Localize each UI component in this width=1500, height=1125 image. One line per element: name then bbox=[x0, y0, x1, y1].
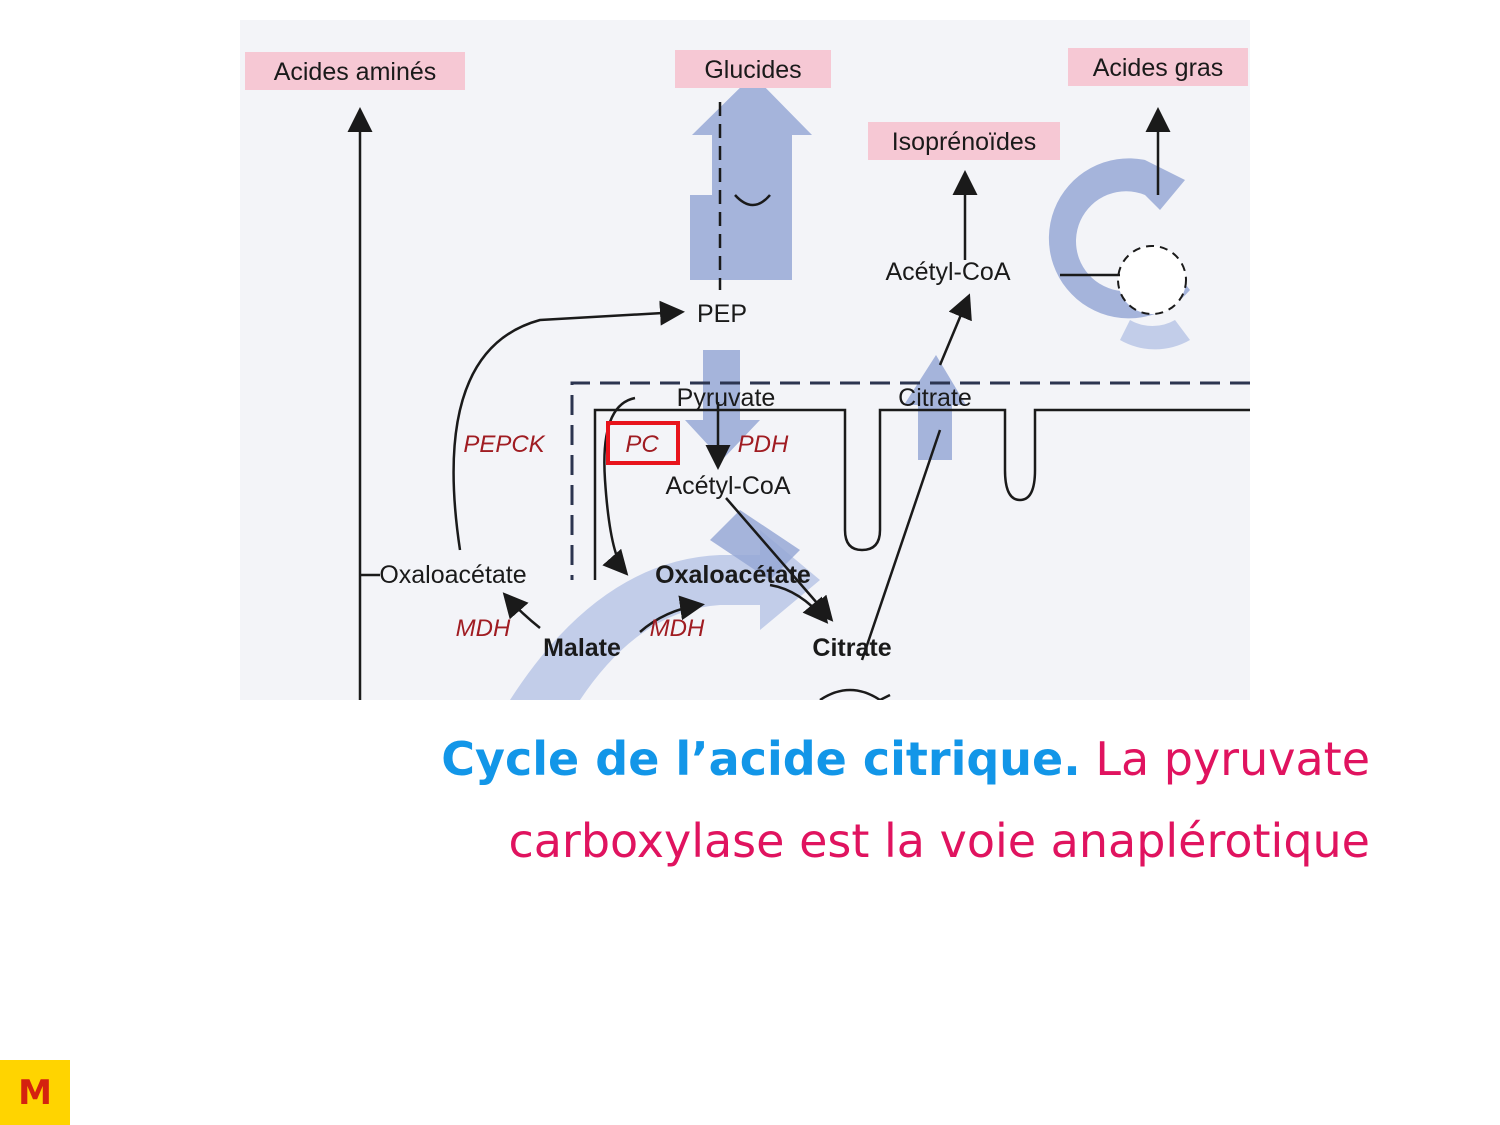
gluconeogenesis-arrow bbox=[690, 75, 812, 280]
corner-logo-badge: M bbox=[0, 1060, 70, 1125]
pyruvate-down-arrow bbox=[685, 350, 760, 460]
label-malate: Malate bbox=[543, 634, 621, 662]
pathway-diagram: Acides aminés Glucides Acides gras Isopr… bbox=[240, 20, 1250, 700]
enzyme-mdh-cytosol: MDH bbox=[456, 615, 511, 642]
svg-text:Isoprénoïdes: Isoprénoïdes bbox=[892, 128, 1037, 156]
label-oxaloacetate-cytosol: Oxaloacétate bbox=[379, 561, 526, 589]
citrate-up-arrow bbox=[904, 355, 966, 460]
slide-caption: Cycle de l’acide citrique. La pyruvate c… bbox=[160, 718, 1370, 882]
product-fatty-acids: Acides gras bbox=[1068, 48, 1248, 86]
svg-text:Glucides: Glucides bbox=[704, 56, 801, 84]
product-carbohydrates: Glucides bbox=[675, 50, 831, 88]
svg-text:Acides aminés: Acides aminés bbox=[274, 58, 437, 86]
label-acetyl-coa-cytosol: Acétyl-CoA bbox=[885, 258, 1010, 286]
enzyme-pdh: PDH bbox=[738, 431, 789, 458]
pathway-arrows bbox=[347, 102, 1171, 700]
label-pep: PEP bbox=[697, 300, 747, 328]
pathway-svg: Acides aminés Glucides Acides gras Isopr… bbox=[245, 48, 1250, 700]
svg-text:Acides gras: Acides gras bbox=[1093, 54, 1224, 82]
label-acetyl-coa-mito: Acétyl-CoA bbox=[665, 472, 790, 500]
label-pyruvate: Pyruvate bbox=[677, 384, 776, 412]
badge-letter: M bbox=[18, 1072, 52, 1113]
enzyme-pc: PC bbox=[625, 431, 659, 458]
mitochondrial-membrane bbox=[570, 381, 1250, 580]
acetyl-coa-entry-arrow bbox=[710, 510, 800, 580]
caption-text: La pyruvate carboxylase est la voie anap… bbox=[508, 732, 1370, 868]
flow-arrows bbox=[510, 75, 1190, 700]
product-amino-acids: Acides aminés bbox=[245, 52, 465, 90]
label-citrate-cycle: Citrate bbox=[812, 634, 891, 662]
enzyme-pepck: PEPCK bbox=[463, 431, 545, 458]
product-isoprenoids: Isoprénoïdes bbox=[868, 122, 1060, 160]
fatty-acid-spiral bbox=[1048, 158, 1190, 350]
label-citrate-transport: Citrate bbox=[898, 384, 972, 412]
label-oxaloacetate-mito: Oxaloacétate bbox=[655, 561, 811, 589]
pc-highlight-box bbox=[606, 421, 680, 465]
caption-title: Cycle de l’acide citrique. bbox=[441, 732, 1081, 786]
enzyme-mdh-mito: MDH bbox=[650, 615, 705, 642]
